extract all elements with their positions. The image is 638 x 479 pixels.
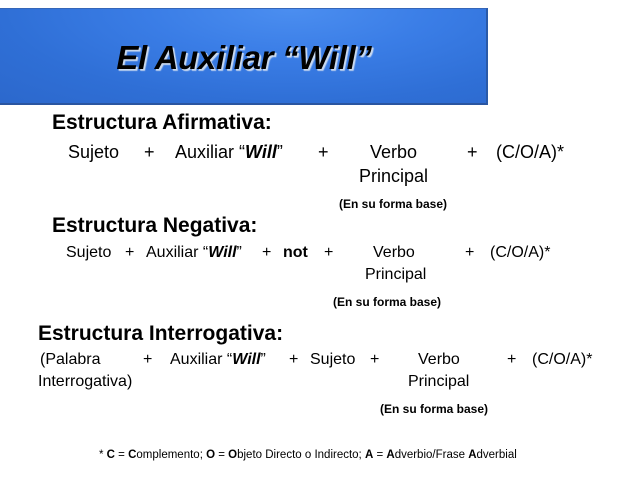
interrogative-plus-2: + bbox=[289, 351, 299, 368]
negative-plus-2: + bbox=[262, 244, 272, 261]
negative-heading: Estructura Negativa: bbox=[52, 214, 258, 237]
affirmative-plus-1: + bbox=[144, 142, 155, 162]
will-keyword: Will bbox=[232, 351, 261, 368]
footnote-legend: * C = Complemento; O = Objeto Directo o … bbox=[99, 449, 517, 461]
negative-verb-line2: Principal bbox=[365, 266, 427, 283]
interrogative-qword-line2: Interrogativa) bbox=[38, 373, 133, 390]
interrogative-qword-line1: (Palabra bbox=[40, 351, 101, 368]
negative-plus-3: + bbox=[324, 244, 334, 261]
affirmative-note: (En su forma base) bbox=[339, 197, 448, 211]
affirmative-complement: (C/O/A)* bbox=[496, 142, 565, 162]
negative-plus-4: + bbox=[465, 244, 475, 261]
interrogative-plus-3: + bbox=[370, 351, 380, 368]
interrogative-plus-4: + bbox=[507, 351, 517, 368]
interrogative-complement: (C/O/A)* bbox=[532, 351, 593, 368]
negative-not: not bbox=[283, 244, 308, 261]
negative-note: (En su forma base) bbox=[333, 295, 442, 309]
affirmative-subject: Sujeto bbox=[68, 142, 120, 162]
affirmative-verb-line2: Principal bbox=[359, 166, 429, 186]
affirmative-plus-3: + bbox=[467, 142, 478, 162]
negative-verb-line1: Verbo bbox=[373, 244, 415, 261]
affirmative-auxiliar: Auxiliar “Will” bbox=[175, 142, 283, 162]
negative-complement: (C/O/A)* bbox=[490, 244, 551, 261]
will-keyword: Will bbox=[208, 244, 237, 261]
interrogative-plus-1: + bbox=[143, 351, 153, 368]
interrogative-verb-line2: Principal bbox=[408, 373, 470, 390]
interrogative-verb-line1: Verbo bbox=[418, 351, 460, 368]
interrogative-auxiliar: Auxiliar “Will” bbox=[170, 351, 266, 368]
interrogative-subject: Sujeto bbox=[310, 351, 356, 368]
interrogative-note: (En su forma base) bbox=[380, 402, 489, 416]
affirmative-plus-2: + bbox=[318, 142, 329, 162]
will-keyword: Will bbox=[245, 142, 277, 162]
title-banner: El Auxiliar “Will” bbox=[0, 8, 488, 105]
interrogative-heading: Estructura Interrogativa: bbox=[38, 322, 284, 345]
slide-title: El Auxiliar “Will” bbox=[116, 38, 372, 76]
negative-auxiliar: Auxiliar “Will” bbox=[146, 244, 242, 261]
negative-subject: Sujeto bbox=[66, 244, 112, 261]
affirmative-verb-line1: Verbo bbox=[370, 142, 418, 162]
negative-plus-1: + bbox=[125, 244, 135, 261]
affirmative-heading: Estructura Afirmativa: bbox=[52, 111, 272, 134]
